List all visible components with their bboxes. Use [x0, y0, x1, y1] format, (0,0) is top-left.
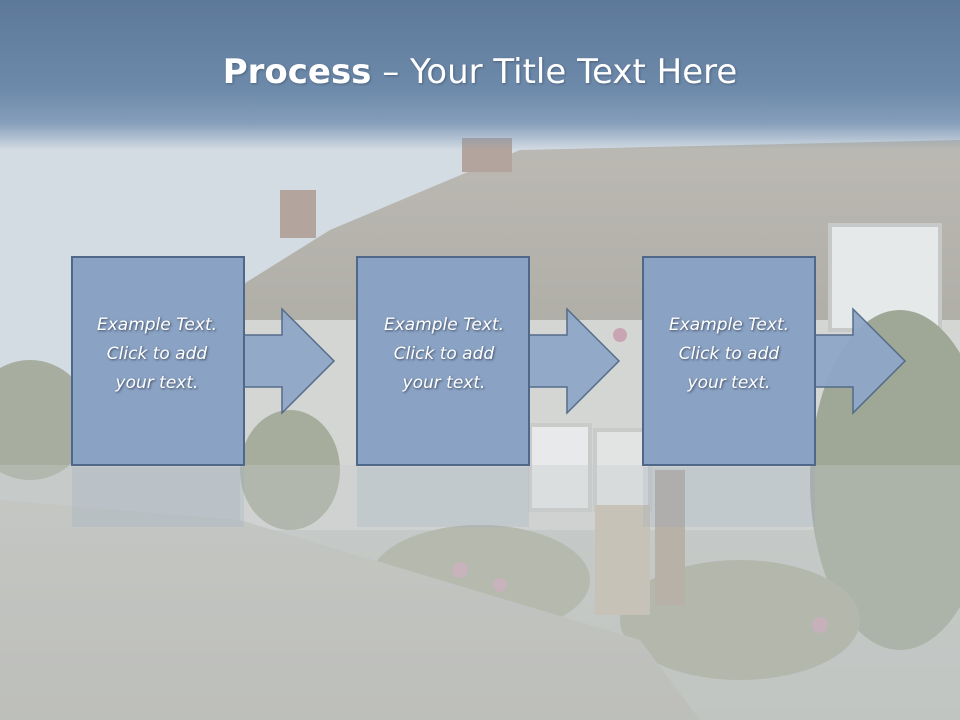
slide-title[interactable]: Process – Your Title Text Here	[0, 52, 960, 92]
step-2-line-1: Example Text.	[383, 315, 505, 335]
step-2-line-3: your text.	[402, 373, 486, 393]
step-1-reflection	[72, 467, 244, 527]
step-1-line-2: Click to add	[106, 344, 208, 364]
step-3-line-1: Example Text.	[668, 315, 790, 335]
step-2-box[interactable]	[356, 256, 530, 466]
step-3-reflection	[643, 467, 815, 527]
title-rest-part: – Your Title Text Here	[371, 52, 738, 92]
step-1-arrow	[241, 307, 336, 415]
step-1-box[interactable]	[71, 256, 245, 466]
step-1-line-1: Example Text.	[96, 315, 218, 335]
step-1-line-3: your text.	[115, 373, 199, 393]
step-3-text[interactable]: Example Text. Click to add your text.	[643, 311, 815, 398]
step-3-box[interactable]	[642, 256, 816, 466]
step-1-text[interactable]: Example Text. Click to add your text.	[71, 311, 243, 398]
step-3-line-3: your text.	[687, 373, 771, 393]
title-bold-part: Process	[222, 52, 372, 92]
step-2-line-2: Click to add	[393, 344, 495, 364]
step-3-arrow	[812, 307, 907, 415]
step-2-text[interactable]: Example Text. Click to add your text.	[358, 311, 530, 398]
step-2-reflection	[357, 467, 529, 527]
title-band	[0, 0, 960, 150]
step-2-arrow	[526, 307, 621, 415]
step-3-line-2: Click to add	[678, 344, 780, 364]
